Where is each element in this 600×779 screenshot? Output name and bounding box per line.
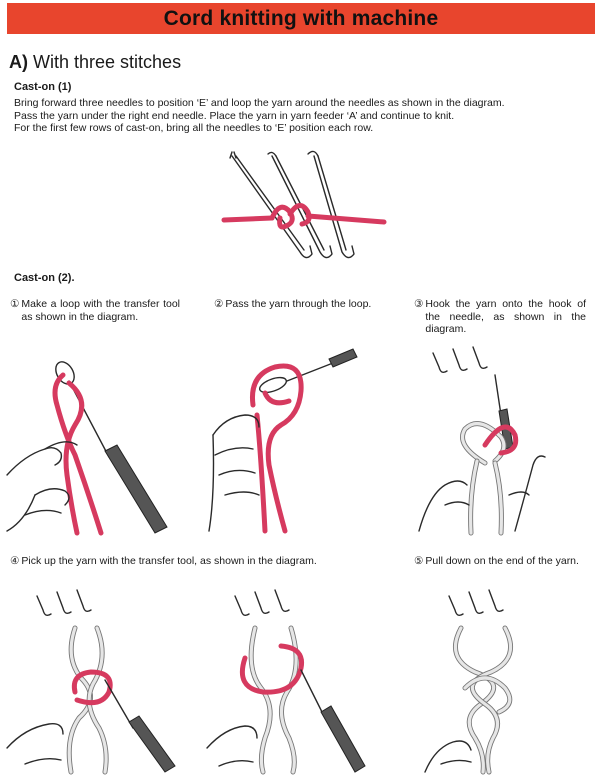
needle-icon — [36, 589, 92, 617]
step-1-illustration — [6, 361, 168, 536]
yarn-icon — [66, 625, 113, 775]
yarn-icon — [52, 372, 104, 536]
step-number: ④ — [10, 555, 20, 567]
step-3-illustration — [418, 346, 546, 536]
hand-icon — [208, 414, 260, 532]
hand-icon — [206, 725, 258, 767]
step-number: ③ — [414, 298, 424, 310]
step-number: ① — [10, 298, 20, 310]
yarn-icon — [452, 625, 514, 775]
step-4-illustration-b — [206, 589, 366, 775]
needle-icon — [307, 150, 355, 259]
step-number: ② — [214, 298, 224, 310]
section-title: A) With three stitches — [9, 52, 181, 73]
cast-on-1-instructions: Bring forward three needles to position … — [14, 97, 594, 135]
step-description: Make a loop with the transfer tool as sh… — [21, 298, 180, 323]
step-1-text: ① Make a loop with the transfer tool as … — [10, 298, 180, 323]
instruction-line: Bring forward three needles to position … — [14, 97, 505, 109]
needle-icon — [234, 589, 290, 617]
section-title-text: With three stitches — [33, 52, 182, 72]
cast-on-1-heading: Cast-on (1) — [14, 81, 72, 93]
step-description: Hook the yarn onto the hook of the needl… — [425, 298, 586, 335]
cast-on-1-diagram — [221, 150, 387, 259]
transfer-tool-icon — [300, 669, 366, 773]
needle-icon — [432, 346, 488, 374]
yarn-icon — [249, 363, 304, 534]
step-description: Pass the yarn through the loop. — [225, 298, 372, 310]
step-3-text: ③ Hook the yarn onto the hook of the nee… — [414, 298, 586, 336]
title-banner: Cord knitting with machine — [7, 3, 595, 34]
yarn-icon — [460, 421, 519, 536]
needle-icon — [448, 589, 504, 617]
step-4-text: ④ Pick up the yarn with the transfer too… — [10, 555, 370, 568]
hand-icon — [418, 455, 546, 532]
step-description: Pick up the yarn with the transfer tool,… — [21, 555, 317, 567]
step-2-illustration — [208, 348, 358, 534]
instruction-line: Pass the yarn under the right end needle… — [14, 109, 455, 122]
step-4-illustration-a — [6, 589, 176, 775]
transfer-tool-icon — [104, 679, 176, 773]
yarn-icon — [221, 203, 387, 230]
needle-icon — [229, 151, 313, 259]
instruction-line: For the first few rows of cast-on, bring… — [14, 122, 374, 134]
step-5-text: ⑤ Pull down on the end of the yarn. — [414, 555, 589, 568]
hand-icon — [6, 441, 78, 532]
cast-on-2-heading: Cast-on (2). — [14, 272, 75, 284]
step-2-text: ② Pass the yarn through the loop. — [214, 298, 384, 311]
step-number: ⑤ — [414, 555, 424, 567]
yarn-icon — [239, 625, 305, 775]
transfer-tool-icon — [258, 348, 358, 394]
step-5-illustration — [424, 589, 514, 775]
page-title: Cord knitting with machine — [163, 6, 439, 30]
hand-icon — [424, 740, 472, 773]
step-description: Pull down on the end of the yarn. — [425, 555, 579, 567]
hand-icon — [6, 723, 64, 765]
section-letter: A) — [9, 52, 28, 72]
